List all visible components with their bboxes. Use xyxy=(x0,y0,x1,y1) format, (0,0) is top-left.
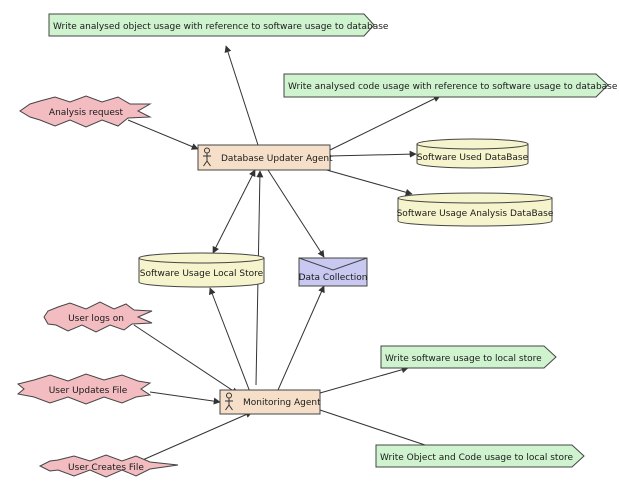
envelope-body xyxy=(298,257,368,287)
output-flag-shape xyxy=(48,13,375,37)
edge-user-logs-on-to-monitoring xyxy=(133,324,239,395)
event-user-creates-file: User Creates File xyxy=(38,454,179,478)
store-cylinder-top xyxy=(138,252,265,264)
stick-figure-icon xyxy=(203,147,211,167)
edge-updater-to-data-collection xyxy=(267,169,325,258)
edge-user-creates-file-to-monitoring xyxy=(137,411,253,463)
store-software-usage-analysis-db: Software Usage Analysis DataBase xyxy=(397,192,554,227)
actor-box xyxy=(197,144,331,171)
connectors xyxy=(127,45,441,463)
store-cylinder-body xyxy=(138,257,265,288)
output-write-object-code-local: Write Object and Code usage to local sto… xyxy=(375,444,585,468)
store-label: Software Used DataBase xyxy=(417,153,529,163)
output-flag-shape xyxy=(283,73,609,98)
store-cylinder-top xyxy=(416,138,529,150)
event-burst-shape xyxy=(19,95,152,128)
event-label: Analysis request xyxy=(49,108,124,118)
edge-monitoring-to-data-collection xyxy=(277,285,325,391)
edge-updater-to-analysis-db xyxy=(315,166,413,196)
output-write-code-usage-db: Write analysed code usage with reference… xyxy=(283,73,618,98)
stick-figure-icon xyxy=(225,392,233,411)
store-cylinder-body xyxy=(397,197,553,227)
actor-monitoring-agent: Monitoring Agent xyxy=(219,389,321,415)
event-label: User Creates File xyxy=(68,463,144,473)
output-label: Write software usage to local store xyxy=(385,354,542,364)
store-label: Software Usage Analysis DataBase xyxy=(397,209,554,219)
edge-user-updates-file-to-monitoring xyxy=(149,391,221,405)
actor-box xyxy=(219,389,321,415)
store-cylinder-body xyxy=(416,143,529,169)
output-label: Write analysed code usage with reference… xyxy=(288,82,618,92)
edge-updater-to-software-used-db xyxy=(329,150,417,158)
output-label: Write analysed object usage with referen… xyxy=(53,22,389,32)
output-write-object-usage-db: Write analysed object usage with referen… xyxy=(48,13,389,37)
message-data-collection: Data Collection xyxy=(298,257,368,287)
event-burst-shape xyxy=(38,454,179,478)
store-label: Software Usage Local Store xyxy=(140,269,264,279)
message-label: Data Collection xyxy=(299,273,368,283)
edge-updater-local-store-bidirectional xyxy=(212,169,256,254)
edge-updater-to-code-usage-output xyxy=(329,95,441,151)
event-label: User Updates File xyxy=(49,386,128,396)
envelope-flap xyxy=(298,257,368,271)
store-software-used-db: Software Used DataBase xyxy=(416,138,529,169)
event-burst-shape xyxy=(16,373,152,405)
output-write-software-usage-local: Write software usage to local store xyxy=(380,345,557,369)
edge-monitoring-to-local-store xyxy=(208,287,251,393)
edge-updater-to-object-usage-output xyxy=(224,45,259,146)
event-analysis-request: Analysis request xyxy=(19,95,152,128)
store-cylinder-top xyxy=(397,192,553,204)
edge-analysis-request-to-updater xyxy=(127,119,199,150)
actor-label: Monitoring Agent xyxy=(243,398,321,408)
output-label: Write Object and Code usage to local sto… xyxy=(380,453,573,463)
event-label: User logs on xyxy=(68,314,124,324)
event-burst-shape xyxy=(43,301,153,333)
output-flag-shape xyxy=(380,345,557,369)
edge-monitoring-to-object-code-output xyxy=(319,409,441,452)
actor-database-updater-agent: Database Updater Agent xyxy=(197,144,333,171)
event-user-updates-file: User Updates File xyxy=(16,373,152,405)
edge-monitoring-to-software-usage-output xyxy=(319,366,409,394)
output-flag-shape xyxy=(375,444,585,468)
event-user-logs-on: User logs on xyxy=(43,301,153,333)
actor-label: Database Updater Agent xyxy=(221,154,333,164)
store-software-usage-local-store: Software Usage Local Store xyxy=(138,252,265,288)
